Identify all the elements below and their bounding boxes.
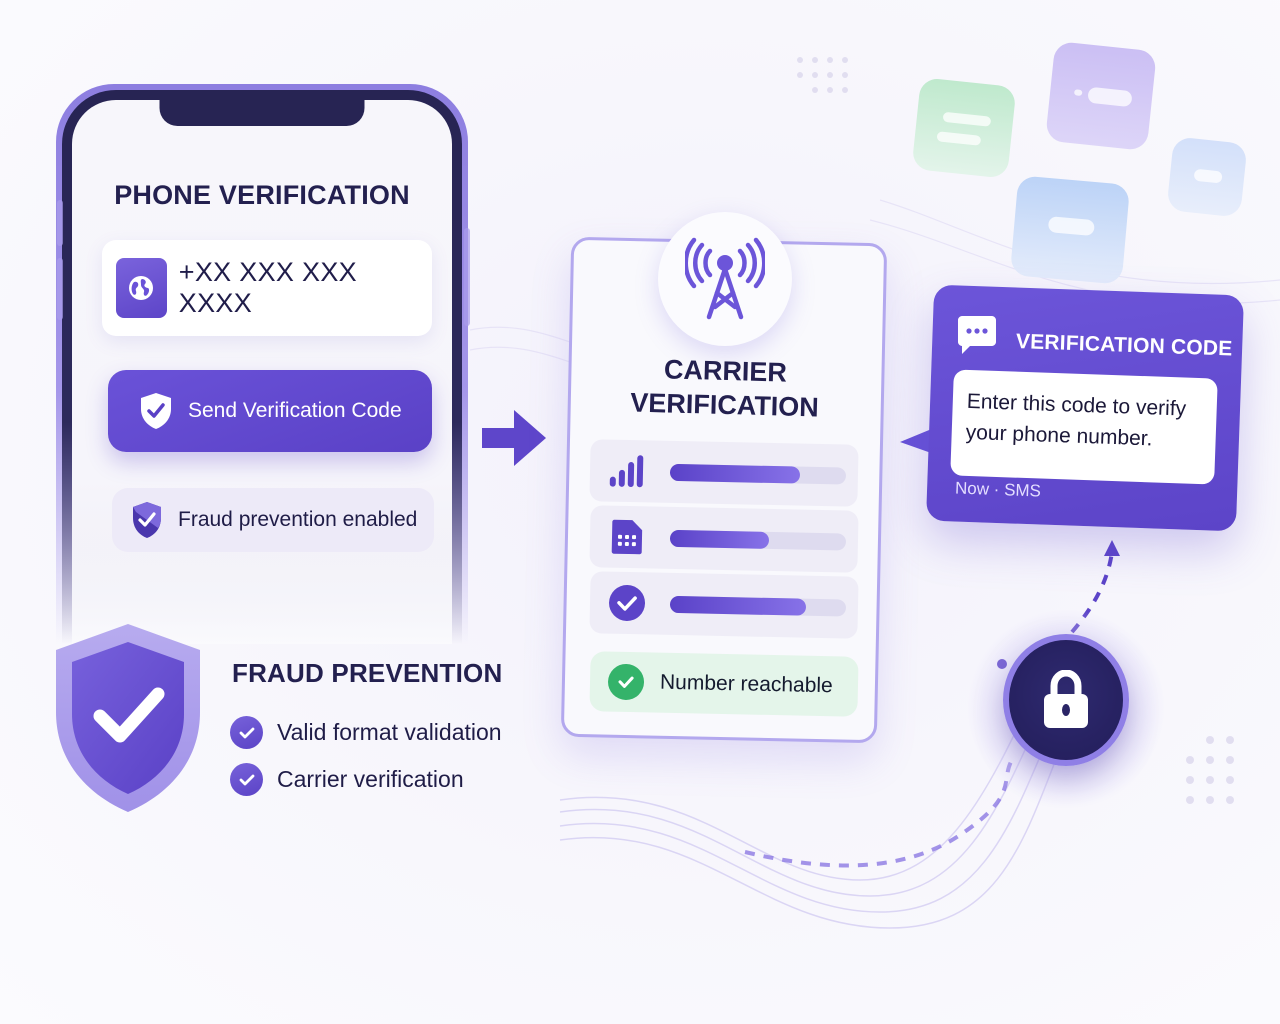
carrier-icon-badge [658,212,792,346]
fraud-prevention-item-label: Carrier verification [277,766,464,792]
arrow-right-icon [482,410,546,466]
fraud-prevention-item: Carrier verification [230,763,464,796]
carrier-check-validated [589,571,859,639]
fraud-prevention-item: Valid format validation [230,716,502,749]
send-verification-code-button[interactable]: Send Verification Code [108,370,432,452]
phone-volume-button [57,200,63,246]
chat-bubble-icon [911,77,1017,179]
chat-bubble-icon [1166,136,1248,218]
verification-code-message: Enter this code to verify your phone num… [950,369,1218,485]
fraud-prevention-title: FRAUD PREVENTION [232,658,503,688]
phone-screen: PHONE VERIFICATION +XX XXX XXX XXXX Send… [72,98,452,644]
phone-verification-title: PHONE VERIFICATION [114,180,410,210]
number-reachable-label: Number reachable [659,670,833,698]
validation-progress-fill [669,595,806,616]
fraud-prevention-status: Fraud prevention enabled [112,488,434,552]
send-button-label: Send Verification Code [188,399,402,422]
check-circle-icon [230,716,263,749]
number-reachable-status: Number reachable [589,651,859,717]
signal-bars-icon [608,452,647,491]
phone-notch [159,98,365,126]
check-circle-icon [607,663,645,701]
phone-mockup: PHONE VERIFICATION +XX XXX XXX XXXX Send… [56,84,468,644]
validation-progress-bar [669,595,847,617]
sim-progress-fill [669,529,769,549]
fraud-prevention-item-label: Valid format validation [277,719,502,745]
chat-bubble-icon [1045,40,1157,152]
carrier-title-line2: VERIFICATION [629,387,820,423]
phone-bezel: PHONE VERIFICATION +XX XXX XXX XXXX Send… [62,90,462,644]
padlock-icon [1044,670,1088,728]
carrier-check-signal [589,439,859,507]
phone-number-value[interactable]: +XX XXX XXX XXXX [178,257,357,318]
shield-check-icon [56,624,200,812]
cell-tower-icon [685,237,765,320]
secure-lock-badge [1003,634,1129,766]
phone-power-button [464,228,470,326]
check-circle-icon [230,763,263,796]
sim-progress-bar [669,529,847,551]
signal-progress-bar [669,463,847,485]
chat-bubble-icon [1009,175,1131,285]
globe-icon[interactable] [116,258,167,318]
signal-progress-fill [669,463,801,484]
chat-bubble-icon [958,316,996,354]
fraud-status-label: Fraud prevention enabled [178,508,418,531]
sim-card-icon [608,518,647,557]
sms-timestamp: Now · SMS [954,478,1042,501]
shield-check-icon [133,502,161,538]
phone-volume-button [57,258,63,320]
carrier-check-sim [589,505,859,573]
carrier-verification-title: CARRIER VERIFICATION [599,351,851,426]
check-circle-icon [608,584,647,623]
phone-number-input[interactable]: +XX XXX XXX XXXX [102,240,432,336]
shield-check-icon [141,393,171,429]
